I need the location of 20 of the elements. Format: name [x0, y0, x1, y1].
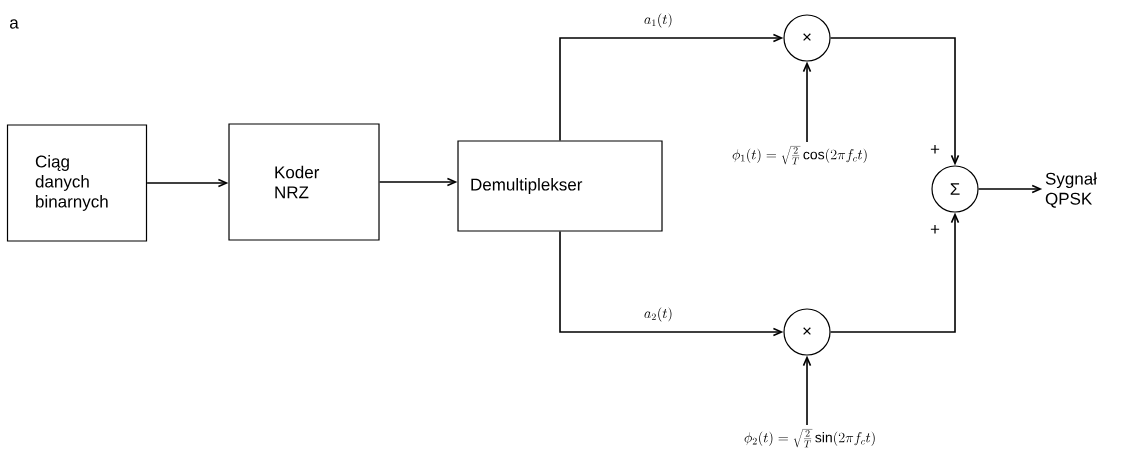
process-box: Koder NRZ — [228, 123, 380, 241]
arrow — [378, 177, 458, 187]
arrow — [829, 37, 960, 166]
panel-letter: a — [10, 19, 19, 29]
output-label: Sygnał QPSK — [1045, 172, 1097, 208]
arrow — [829, 212, 960, 333]
edge-label: $a_1(t)$ — [644, 13, 672, 28]
arrow — [559, 33, 784, 142]
arrow — [146, 178, 229, 188]
arrow — [977, 184, 1043, 194]
plus-sign: + — [930, 145, 940, 154]
plus-sign: + — [930, 225, 940, 234]
arrow — [559, 230, 784, 337]
carrier-formula: $\phi_2(t) = \sqrt{\frac{2}{T}}\sin(2\pi f_c t)$ — [744, 429, 875, 448]
arrow — [802, 61, 812, 143]
process-box: Demultiplekser — [457, 140, 663, 232]
carrier-formula: $\phi_1(t) = \sqrt{\frac{2}{T}}\cos(2\pi f_c t)$ — [732, 146, 867, 165]
arrow — [802, 355, 812, 426]
edge-label: $a_2(t)$ — [644, 307, 672, 322]
process-box: Ciąg danych binarnych — [6, 124, 148, 242]
